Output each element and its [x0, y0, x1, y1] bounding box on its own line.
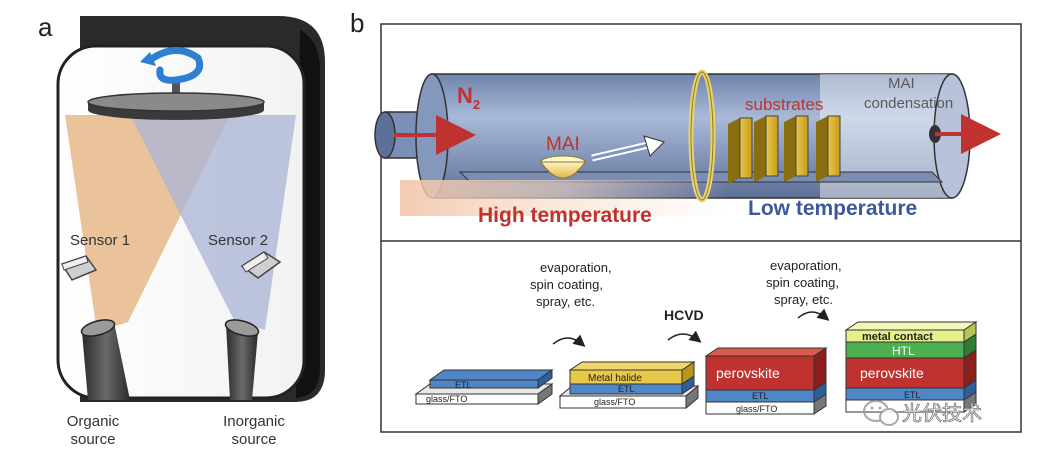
stack4-etl-label: ETL: [904, 390, 921, 400]
sensor-2-icon: [240, 251, 282, 279]
inorganic-source-icon: [224, 319, 260, 400]
stack3-perovskite-label: perovskite: [716, 365, 780, 381]
rotation-arrow-icon: [140, 47, 204, 84]
step2-line3: spray, etc.: [774, 292, 833, 307]
stack-2: Metal halide ETL glass/FTO: [558, 361, 700, 410]
stack4-perovskite-label: perovskite: [860, 365, 924, 381]
step2-line1: evaporation,: [770, 258, 842, 273]
sensor-1-icon: [60, 255, 98, 281]
substrates-label: substrates: [745, 95, 823, 114]
stack-3: perovskite ETL glass/FTO: [704, 347, 828, 415]
high-temperature-label: High temperature: [478, 204, 652, 227]
stack3-glass-label: glass/FTO: [736, 404, 777, 414]
wechat-icon: [863, 400, 899, 426]
inorganic-source-label-2: source: [231, 431, 276, 448]
step1-arrow-icon: [552, 334, 586, 347]
panel-b-letter: b: [350, 8, 364, 38]
substrates-group: [728, 115, 841, 184]
stack1-etl-label: ETL: [455, 380, 472, 390]
stack1-glass-label: glass/FTO: [426, 394, 467, 404]
n2-label: N2: [457, 83, 480, 112]
low-temperature-label: Low temperature: [748, 197, 917, 220]
step1-line1: evaporation,: [540, 260, 612, 275]
organic-source-label-2: source: [70, 431, 115, 448]
hcvd-furnace-tube: [374, 69, 971, 216]
mai-condensation-label-1: MAI: [888, 75, 915, 92]
panel-a-letter: a: [38, 12, 53, 42]
step2-line2: spin coating,: [766, 275, 839, 290]
organic-source-icon: [80, 319, 130, 400]
mai-label: MAI: [546, 134, 580, 155]
stack4-htl-label: HTL: [892, 344, 915, 358]
stack2-glass-label: glass/FTO: [594, 397, 635, 407]
step2-arrow-icon: [797, 308, 830, 321]
sensor-2-label: Sensor 2: [208, 232, 268, 249]
hcvd-arrow-icon: [667, 330, 702, 343]
watermark-text: 光伏技术: [902, 402, 982, 425]
organic-source-label-1: Organic: [67, 413, 120, 430]
stack2-metal-halide-label: Metal halide: [588, 373, 642, 384]
inorganic-source-label-1: Inorganic: [223, 413, 285, 430]
stack4-metal-contact-label: metal contact: [862, 331, 933, 343]
mai-condensation-label-2: condensation: [864, 95, 953, 112]
step1-line2: spin coating,: [530, 277, 603, 292]
stack-1: ETL glass/FTO: [414, 369, 554, 405]
watermark: 光伏技术: [863, 400, 982, 426]
stack2-etl-label: ETL: [618, 384, 635, 394]
stack3-etl-label: ETL: [752, 391, 769, 401]
stack-4: metal contact HTL perovskite ETL: [844, 321, 978, 413]
hcvd-label: HCVD: [664, 307, 704, 323]
mai-crucible-icon: [540, 155, 586, 179]
sensor-1-label: Sensor 1: [70, 232, 130, 249]
vapor-arrow-icon: [591, 135, 665, 162]
step1-line3: spray, etc.: [536, 294, 595, 309]
substrate-holder: [87, 78, 265, 120]
